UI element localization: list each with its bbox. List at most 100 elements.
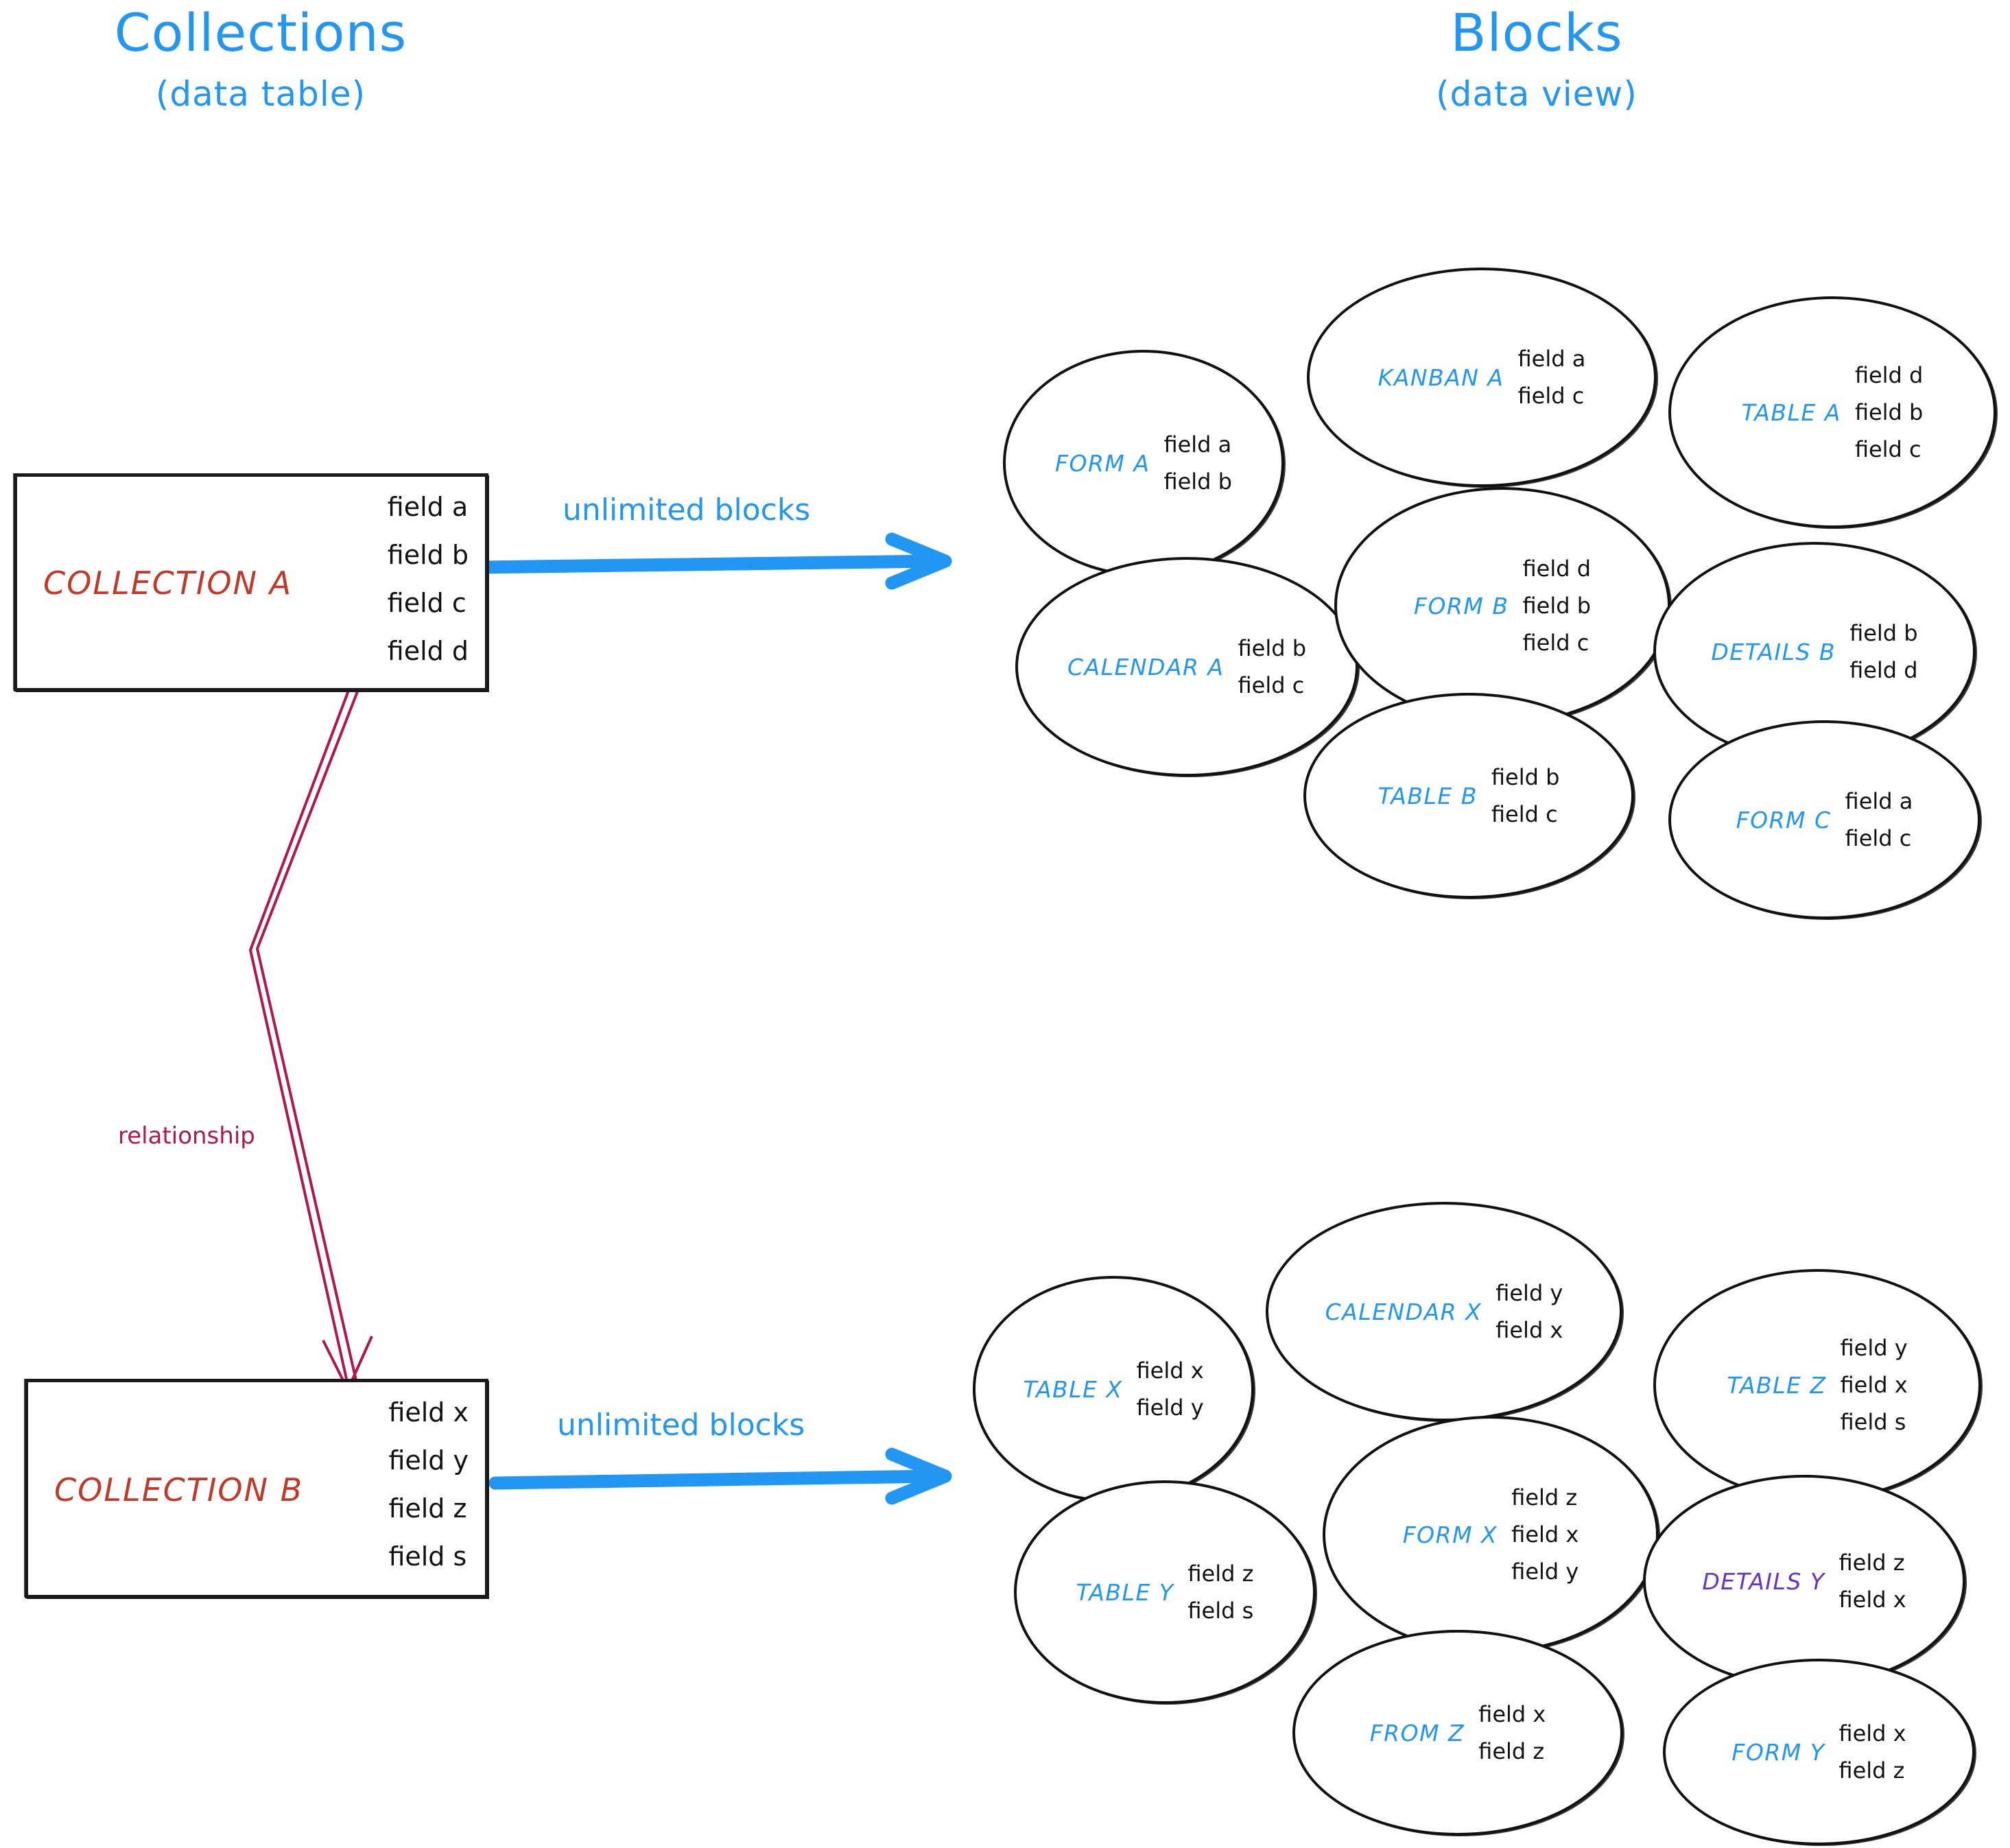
block-details-y[interactable]: DETAILS Y field z field x — [1643, 1475, 1965, 1687]
field-item: field d — [1854, 362, 1924, 388]
relationship-connector — [249, 668, 373, 1391]
collection-a-field-1: field b — [387, 540, 469, 570]
field-item: field c — [1517, 383, 1585, 409]
block-table-b-fields: field b field c — [1491, 764, 1560, 827]
block-kanban-a-name: KANBAN A — [1378, 364, 1504, 391]
field-item: field c — [1522, 630, 1589, 656]
unlimited-blocks-arrow-bottom — [488, 1447, 952, 1505]
unlimited-blocks-label-bottom: unlimited blocks — [557, 1408, 805, 1443]
block-table-b-name: TABLE B — [1378, 782, 1478, 809]
field-item: field x — [1838, 1720, 1906, 1746]
collection-a-field-3: field d — [387, 636, 469, 666]
block-form-x[interactable]: FORM X field z field x field y — [1323, 1416, 1659, 1653]
field-item: field x — [1511, 1521, 1579, 1548]
field-item: field x — [1838, 1587, 1906, 1613]
block-details-b-name: DETAILS B — [1711, 638, 1836, 665]
block-form-c-fields: field a field c — [1845, 788, 1913, 851]
field-item: field y — [1511, 1559, 1579, 1585]
collection-a-field-2: field c — [387, 588, 466, 618]
field-item: field c — [1491, 801, 1558, 827]
block-table-y-name: TABLE Y — [1076, 1578, 1174, 1606]
collection-a-fields: field a field b field c field d — [388, 492, 469, 666]
block-from-z-fields: field x field z — [1478, 1701, 1546, 1764]
block-table-x-fields: field x field y — [1137, 1358, 1204, 1421]
block-table-x[interactable]: TABLE X field x field y — [973, 1276, 1254, 1502]
block-form-c-name: FORM C — [1736, 806, 1832, 833]
collection-b-field-3: field s — [388, 1541, 467, 1572]
field-item: field z — [1511, 1484, 1578, 1511]
field-item: field x — [1495, 1317, 1563, 1343]
collection-box-a[interactable]: COLLECTION A field a field b field c fie… — [14, 473, 488, 691]
block-table-x-name: TABLE X — [1023, 1375, 1123, 1403]
heading-blocks: Blocks (data view) — [1317, 2, 1756, 114]
block-calendar-x[interactable]: CALENDAR X field y field x — [1266, 1202, 1622, 1421]
field-item: field b — [1163, 469, 1232, 495]
collection-b-field-0: field x — [388, 1397, 469, 1428]
block-form-y[interactable]: FORM Y field x field z — [1663, 1659, 1975, 1845]
field-item: field d — [1522, 556, 1592, 582]
block-table-y-fields: field z field s — [1187, 1561, 1253, 1624]
collection-b-fields: field x field y field z field s — [388, 1397, 469, 1572]
field-item: field d — [1849, 657, 1918, 683]
block-details-b[interactable]: DETAILS B field b field d — [1653, 542, 1976, 761]
block-form-c[interactable]: FORM C field a field c — [1668, 720, 1981, 919]
field-item: field x — [1136, 1358, 1204, 1384]
block-from-z[interactable]: FROM Z field x field z — [1292, 1630, 1623, 1836]
field-item: field y — [1495, 1280, 1563, 1306]
relationship-label: relationship — [118, 1122, 255, 1150]
collection-b-name: COLLECTION B — [54, 1471, 304, 1508]
heading-blocks-title: Blocks — [1450, 2, 1623, 63]
block-form-x-fields: field z field x field y — [1511, 1484, 1579, 1585]
field-item: field z — [1838, 1757, 1905, 1784]
block-table-a-name: TABLE A — [1741, 399, 1841, 426]
heading-collections-title: Collections — [114, 2, 407, 63]
block-form-b-fields: field d field b field c — [1522, 556, 1591, 656]
block-table-z-name: TABLE Z — [1727, 1371, 1827, 1399]
collection-b-field-1: field y — [388, 1445, 469, 1476]
block-form-y-fields: field x field z — [1838, 1720, 1906, 1784]
field-item: field a — [1517, 346, 1586, 372]
field-item: field z — [1187, 1561, 1254, 1587]
field-item: field b — [1522, 593, 1592, 619]
block-kanban-a[interactable]: KANBAN A field a field c — [1307, 268, 1657, 487]
collection-a-field-0: field a — [387, 492, 469, 522]
heading-collections-subtitle: (data table) — [155, 74, 366, 114]
field-item: field x — [1840, 1372, 1908, 1398]
block-calendar-a[interactable]: CALENDAR A field b field c — [1015, 557, 1358, 777]
field-item: field x — [1478, 1701, 1546, 1727]
block-table-b[interactable]: TABLE B field b field c — [1303, 693, 1634, 899]
block-form-b-name: FORM B — [1413, 592, 1509, 619]
block-form-b[interactable]: FORM B field d field b field c — [1334, 487, 1670, 724]
field-item: field c — [1845, 825, 1912, 851]
field-item: field z — [1838, 1550, 1905, 1576]
block-table-a[interactable]: TABLE A field d field b field c — [1668, 296, 1996, 528]
field-item: field b — [1849, 620, 1918, 646]
unlimited-blocks-label-top: unlimited blocks — [563, 493, 811, 528]
block-calendar-x-fields: field y field x — [1495, 1280, 1563, 1343]
block-calendar-a-fields: field b field c — [1238, 635, 1307, 698]
block-form-x-name: FORM X — [1402, 1521, 1498, 1548]
block-table-z-fields: field y field x field s — [1841, 1335, 1908, 1435]
block-form-y-name: FORM Y — [1731, 1738, 1825, 1766]
collection-box-b[interactable]: COLLECTION B field x field y field z fie… — [25, 1379, 488, 1598]
field-item: field b — [1491, 764, 1560, 790]
field-item: field c — [1238, 672, 1305, 698]
block-details-y-name: DETAILS Y — [1702, 1567, 1825, 1595]
heading-collections: Collections (data table) — [41, 2, 480, 114]
block-form-a[interactable]: FORM A field a field b — [1003, 350, 1284, 576]
field-item: field s — [1187, 1598, 1254, 1624]
heading-blocks-subtitle: (data view) — [1436, 74, 1637, 114]
block-table-y[interactable]: TABLE Y field z field s — [1014, 1480, 1316, 1704]
block-table-a-fields: field d field b field c — [1855, 362, 1924, 462]
block-details-b-fields: field b field d — [1849, 620, 1918, 683]
collection-a-name: COLLECTION A — [43, 565, 293, 602]
block-form-a-fields: field a field b — [1163, 431, 1232, 495]
field-item: field a — [1845, 788, 1913, 814]
block-calendar-a-name: CALENDAR A — [1067, 653, 1225, 680]
field-item: field b — [1238, 635, 1307, 661]
field-item: field y — [1136, 1395, 1204, 1421]
block-table-z[interactable]: TABLE Z field y field x field s — [1653, 1269, 1981, 1501]
block-details-y-fields: field z field x — [1839, 1550, 1906, 1613]
field-item: field y — [1840, 1335, 1908, 1361]
